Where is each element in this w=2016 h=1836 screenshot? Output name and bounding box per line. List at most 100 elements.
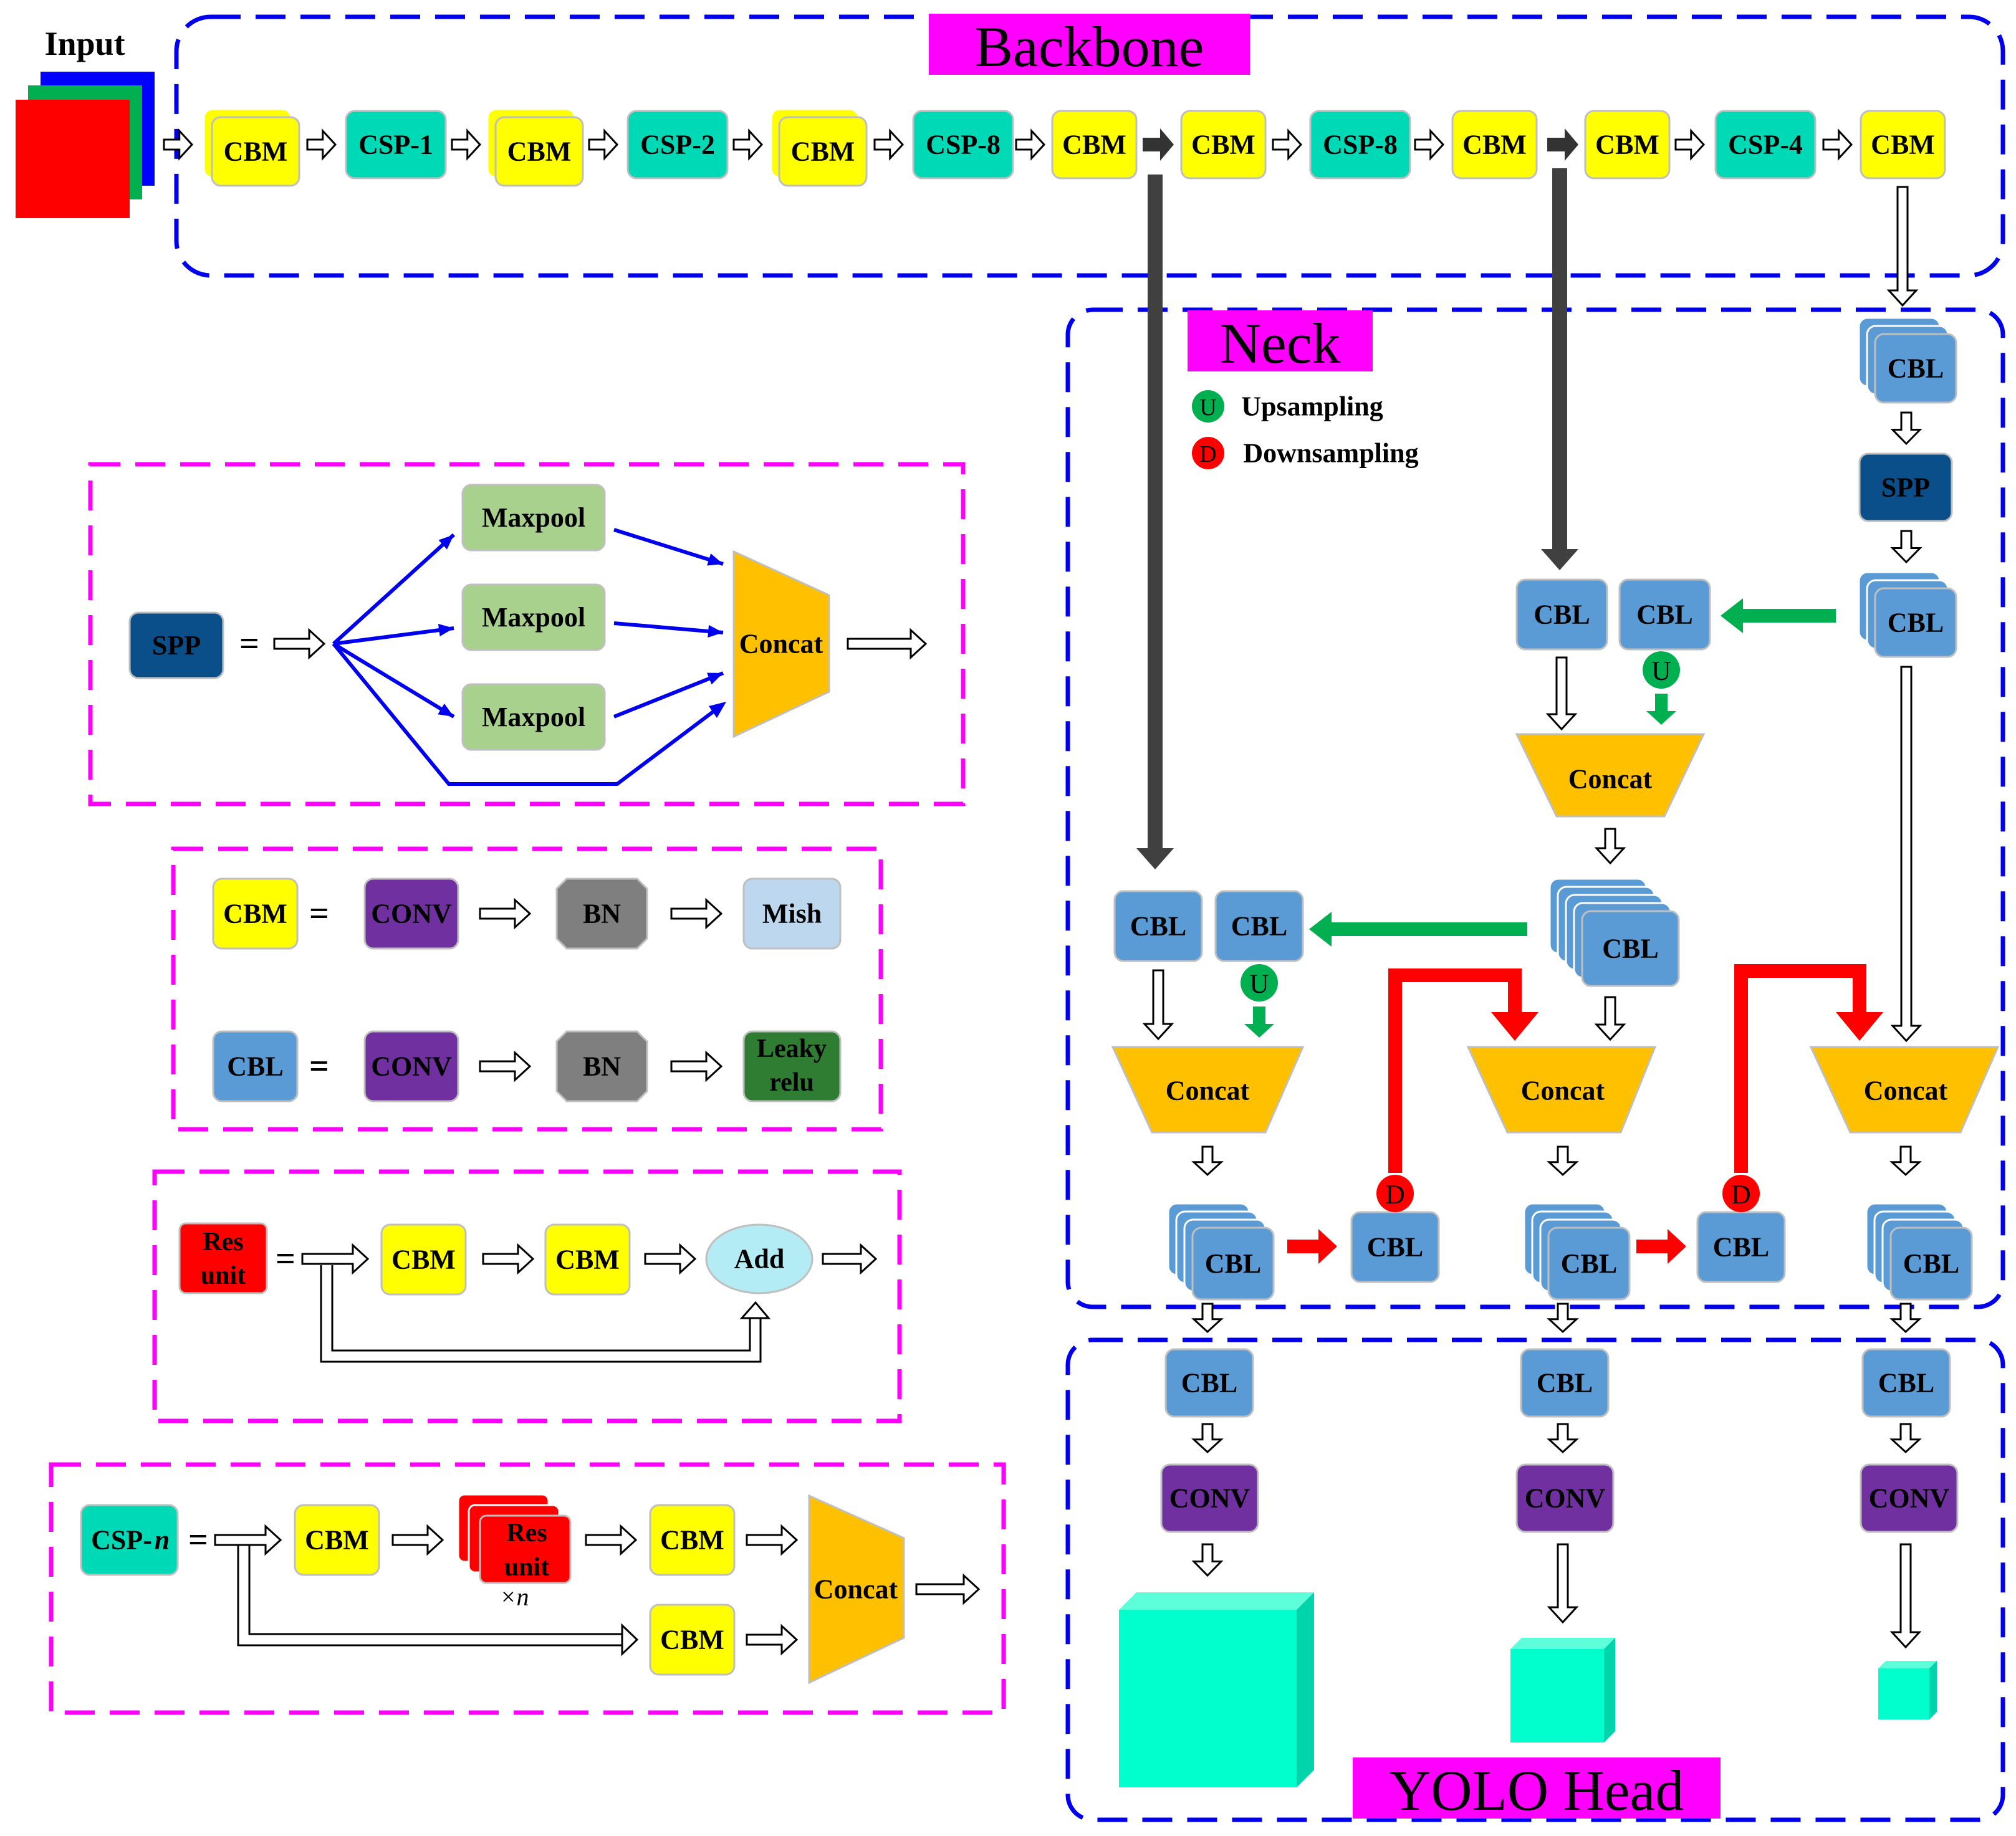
downsampling-symbol: D [1192, 437, 1224, 469]
head-cbl-3-label: CBL [1878, 1368, 1934, 1399]
neck-spp-label: SPP [1881, 472, 1930, 503]
legend-csp-cbm-2: CBM [649, 1504, 736, 1576]
flow-arrow [1822, 128, 1853, 161]
head-conv-1-label: CONV [1169, 1483, 1250, 1514]
flow-arrow-down [1142, 969, 1174, 1041]
legend-concat-csp: Concat [808, 1494, 905, 1685]
backbone-csp-2-label: CSP-2 [640, 130, 715, 160]
upsampling-legend-label: Upsampling [1241, 391, 1383, 422]
neck-concat-right-shape [1809, 1046, 2000, 1134]
neck-cbl-left-lateral: CBL [1113, 890, 1203, 962]
legend-mish-shape [742, 877, 842, 950]
flow-arrow [306, 128, 337, 161]
spp-flow-line-2 [333, 626, 454, 646]
backbone-csp-1: CSP-1 [345, 110, 447, 179]
legend-csp-cbm-2-label: CBM [660, 1525, 724, 1556]
spp-flow-line-6 [613, 671, 724, 719]
neck-concat-left: Concat [1111, 1046, 1305, 1134]
csp-bypass-head [621, 1623, 639, 1657]
csp-equals: = [188, 1521, 208, 1559]
upsample-arrow-right [1721, 598, 1836, 633]
backbone-cbm-8: CBM [1860, 110, 1946, 179]
flow-arrow [822, 1243, 878, 1275]
legend-concat-spp-label: Concat [739, 629, 823, 659]
legend-mish-label: Mish [762, 899, 822, 929]
legend-maxpool-3-shape [461, 683, 606, 751]
head-title: YOLO Head [1353, 1757, 1721, 1822]
flow-arrow [391, 1524, 444, 1556]
spp-flow-head-1 [438, 535, 454, 550]
neck-cbl-mid-stack-label: CBL [1602, 934, 1658, 964]
legend-csp-cbm-1-label: CBM [305, 1525, 369, 1556]
spp-flow-head-2 [438, 624, 454, 637]
backbone-csp-8b-label: CSP-8 [1323, 130, 1398, 160]
downsample-arrow-mid [1636, 1229, 1686, 1264]
backbone-csp-4-shape [1714, 110, 1817, 179]
legend-maxpool-3: Maxpool [461, 683, 606, 751]
upsample-down-arrow-left [1244, 1006, 1274, 1038]
downsample-marker-2-circle [1722, 1175, 1760, 1212]
flow-arrow [670, 1050, 723, 1083]
legend-csp-cbm-3-label: CBM [660, 1625, 724, 1655]
legend-spp-shape [128, 611, 224, 679]
neck-cbl-left-out-shape [1191, 1226, 1275, 1301]
neck-cbl-after-spp-label: CBL [1888, 608, 1944, 638]
input-channel-red [16, 100, 130, 218]
legend-cbl-bn-label: BN [583, 1051, 621, 1082]
neck-title-bg [1188, 310, 1373, 371]
head-frame [1065, 1337, 2005, 1822]
backbone-title: Backbone [929, 14, 1250, 79]
upsample-marker-left: U [1241, 964, 1278, 1002]
upsample-arrow-mid [1309, 912, 1527, 947]
legend-csp-n-label: CSP- [91, 1525, 152, 1556]
flow-arrow [644, 1243, 697, 1275]
backbone-tap-arrow-2 [1547, 128, 1578, 161]
downsample-marker-1-circle [1376, 1175, 1414, 1212]
backbone-cbm-4-label: CBM [1062, 130, 1126, 160]
legend-csp-n: CSP-n [80, 1504, 179, 1576]
backbone-cbm-5-label: CBM [1191, 130, 1255, 160]
neck-spp: SPP [1858, 452, 1953, 522]
backbone-cbm-7-shape [1584, 110, 1671, 179]
legend-add-shape [705, 1223, 814, 1294]
spp-bypass-line [332, 643, 724, 786]
head-conv-2-shape [1515, 1463, 1615, 1533]
res-stack-times-n: ×n [500, 1583, 529, 1611]
spp-flow-line-1 [332, 533, 456, 646]
neck-concat-mid-upper-label: Concat [1568, 764, 1653, 795]
flow-arrow [482, 1243, 535, 1275]
legend-cbl-bn-shape [555, 1030, 648, 1102]
head-output-medium [1510, 1638, 1615, 1743]
flow-arrow-down [1889, 1145, 1922, 1177]
downsample-arrow-left [1287, 1229, 1337, 1264]
legend-leaky-relu-line1: Leaky [757, 1035, 827, 1063]
upsample-marker-mid-circle [1643, 651, 1680, 689]
head-conv-1-shape [1160, 1463, 1259, 1533]
backbone-cbm-3-shape [778, 116, 868, 187]
res-equals: = [276, 1240, 295, 1278]
legend-res-cbm-2: CBM [544, 1223, 631, 1296]
neck-cbl-after-spp-shape [1874, 587, 1957, 658]
flow-arrow-down [1889, 1423, 1922, 1454]
head-output-medium-front [1510, 1649, 1604, 1743]
neck-cbl-left-lateral-shape [1113, 890, 1203, 962]
backbone-csp-8b: CSP-8 [1309, 110, 1411, 179]
flow-arrow [479, 897, 532, 930]
neck-cbl-right-out-shape [1889, 1226, 1973, 1301]
downsample-path-1 [1388, 968, 1522, 1173]
legend-cbm-bn-label: BN [583, 899, 621, 929]
backbone-title-text: Backbone [975, 15, 1204, 79]
head-output-small-side [1929, 1661, 1937, 1719]
neck-title-text: Neck [1219, 312, 1340, 375]
head-output-small-front [1878, 1668, 1929, 1719]
backbone-tap-arrow-1 [1143, 128, 1174, 161]
neck-concat-mid-lower-label: Concat [1521, 1076, 1605, 1106]
res-skip-inner [331, 1265, 751, 1352]
legend-add: Add [705, 1223, 814, 1294]
csp-bypass-outer [237, 1546, 622, 1647]
backbone-cbm-4-shape [1051, 110, 1138, 179]
flow-arrow-down [1547, 1543, 1579, 1624]
backbone-cbm-6: CBM [1451, 110, 1538, 179]
downsample-marker-2: D [1722, 1175, 1760, 1212]
csp-bypass-inner [248, 1546, 622, 1635]
